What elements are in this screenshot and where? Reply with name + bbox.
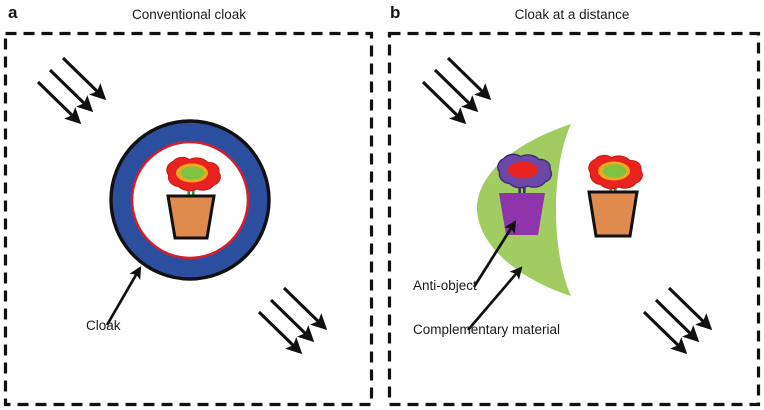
anti-object-annotation: Anti-object: [413, 220, 517, 293]
panel-b-potted-flower: [587, 154, 643, 238]
anti-object-label: Anti-object: [413, 278, 477, 293]
flower-pot: [166, 194, 216, 240]
wave-arrow: [446, 56, 492, 101]
anti-object-pot: [499, 193, 545, 235]
panel-a-incident-waves: [36, 56, 107, 125]
panel-a: a Conventional cloak Cloak: [3, 3, 374, 407]
wave-arrow: [654, 298, 700, 343]
anti-object-leader-line: [472, 220, 517, 288]
wave-arrow: [257, 310, 303, 355]
wave-arrow: [48, 68, 94, 113]
panel-a-title: Conventional cloak: [132, 7, 246, 22]
flower-head: [588, 154, 643, 190]
wave-arrow: [61, 56, 107, 101]
wave-arrow: [269, 298, 315, 343]
wave-arrow: [667, 286, 713, 331]
panel-a-outgoing-waves: [257, 286, 328, 355]
anti-object-flower-head: [497, 153, 553, 189]
flower-pot: [587, 190, 639, 238]
panel-b-outgoing-waves: [642, 286, 713, 355]
panel-b-letter: b: [390, 3, 400, 22]
wave-arrow: [421, 80, 467, 125]
panel-b: b Cloak at a distance: [387, 3, 761, 407]
cloak-label: Cloak: [86, 318, 121, 333]
panel-a-letter: a: [8, 3, 18, 22]
wave-arrow: [36, 80, 82, 125]
panel-b-title: Cloak at a distance: [515, 7, 630, 22]
wave-arrow: [282, 286, 328, 331]
panel-a-potted-flower: [166, 156, 221, 240]
cloak-annotation: Cloak: [86, 266, 142, 333]
wave-arrow: [433, 68, 479, 113]
complementary-material-leader-line: [466, 266, 523, 331]
complementary-material-annotation: Complementary material: [413, 266, 560, 337]
panel-b-frame: [387, 31, 761, 407]
complementary-material-label: Complementary material: [413, 322, 560, 337]
flower-head: [166, 156, 221, 192]
cloak-leader-line: [105, 266, 142, 326]
panel-a-frame: [3, 31, 374, 407]
panel-b-incident-waves: [421, 56, 492, 125]
wave-arrow: [642, 310, 688, 355]
